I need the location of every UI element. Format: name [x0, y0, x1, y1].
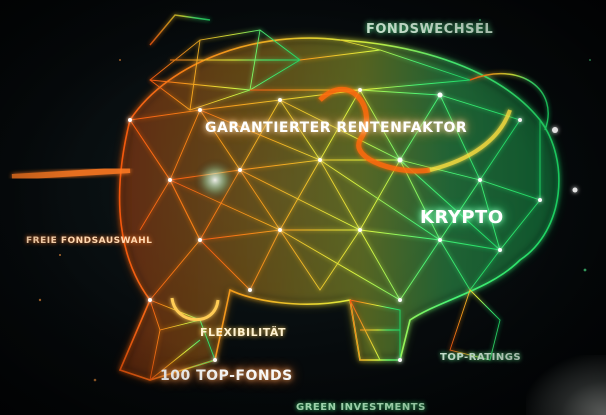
- label-garantierter-rentenfaktor: GARANTIERTER RENTENFAKTOR: [205, 120, 468, 136]
- left-beam: [11, 167, 131, 180]
- label-flexibilitaet: FLEXIBILITÄT: [200, 326, 287, 339]
- label-100-top-fonds: 100 TOP-FONDS: [160, 368, 293, 384]
- bright-corner-reflection: [526, 355, 606, 415]
- label-top-ratings: TOP-RATINGS: [440, 352, 522, 363]
- label-fondswechsel: FONDSWECHSEL: [366, 22, 494, 37]
- label-freie-fondsauswahl: FREIE FONDSAUSWAHL: [26, 236, 153, 246]
- core-glow: [193, 158, 237, 202]
- label-krypto: KRYPTO: [420, 207, 504, 228]
- label-green-investments: GREEN INVESTMENTS: [296, 402, 426, 413]
